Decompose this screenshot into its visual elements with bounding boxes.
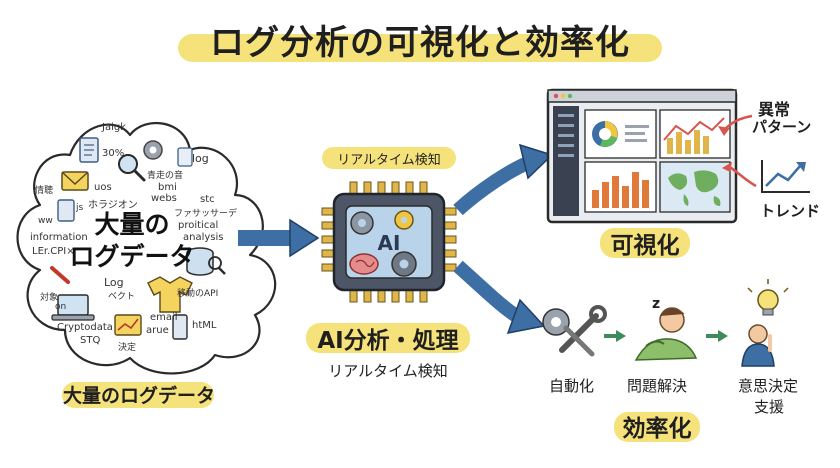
cloud-word: 決定 [118,343,137,353]
idea-person-icon [741,279,789,367]
shirt-icon [147,276,193,313]
anomaly-label-line2: パターン [752,118,812,136]
wrench-gear-icon [542,305,607,357]
dashboard-label-highlight [600,228,690,258]
trend-chart-icon [761,160,810,193]
cloud-word: ファサッサーデ [174,209,238,219]
chip-bottom-label: AI分析・処理 [317,328,459,354]
dashboard-line-card [659,109,731,159]
envelope-icon [61,171,89,191]
cloud-word: STQ [80,335,101,346]
dashboard-label: 可視化 [610,233,680,259]
page-title: ログ分析の可視化と効率化 [210,22,630,63]
cloud-word: 30% [102,148,125,159]
ai-to-dashboard-arrowhead [518,143,554,180]
trend-label: トレンド [760,202,821,220]
laptop-icon [51,294,95,321]
pencil-icon [50,266,70,284]
step-decision-support-label-line1: 意思決定 [738,377,799,395]
bottom-left-label: 大量のログデータ [62,384,215,407]
cloud-title-line2: ログデータ [69,242,195,271]
chip-sub-label: リアルタイム検知 [328,361,448,380]
cloud-word: js [76,203,84,213]
cloud-word: Jaigk [102,122,126,133]
chip-top-label: リアルタイム検知 [337,152,441,168]
cloud-word: 移動のAPI [177,289,219,299]
cloud-word: ホラジオン [88,200,138,211]
chip-gear-icon-dark [391,251,417,277]
chip-gear-icon-large [350,211,374,235]
cloud-title-line1: 大量の [94,210,170,239]
cloud-word: 情聴 [35,186,54,196]
relaxing-person-icon [634,307,698,361]
cloud-word: proitical [178,220,219,231]
document-icon-small [177,147,193,167]
sleep-z-text: z [652,296,661,312]
trend-pointer-arrowhead [722,162,732,172]
chip-bottom-label-highlight [306,323,470,353]
cloud-to-ai-arrowhead [289,218,320,258]
dashboard-map-card [659,161,731,213]
title-highlight [178,34,662,62]
document-icon [79,137,99,163]
cloud-word: htML [192,320,217,331]
cloud-word: LEr.CPI× [32,246,75,257]
bottom-left-label-highlight [62,382,214,408]
cloud-word: analysis [183,232,224,243]
dashboard-pie-card [584,109,657,159]
cloud-word: information [30,232,88,243]
cloud-word: ww [38,216,53,226]
efficiency-label-highlight [614,412,700,442]
cloud-word: log [192,152,209,165]
anomaly-pointer-arrowhead [718,126,730,136]
ai-to-efficiency-arrow [453,260,524,325]
cloud-word: 対象 [40,293,59,303]
step-problem-solving-label: 問題解決 [627,377,688,395]
chart-card-icon [114,314,142,336]
step-arrow-1 [604,330,626,342]
chip-gear-icon-yellow [394,210,414,230]
cloud-word: bmi [158,182,177,193]
cloud-word: stc [200,194,215,205]
ai-to-efficiency-arrowhead [506,298,546,334]
brain-icon [349,253,379,275]
magnifier-icon-small [208,256,226,275]
cloud-word: Cryptodata [57,322,113,333]
step-automation-label: 自動化 [549,377,595,395]
efficiency-label: 効率化 [622,416,692,442]
cloud-word: on [55,302,67,312]
anomaly-label-line1: 異常 [758,100,791,119]
cloud-word: 青走の音 [147,171,184,181]
cloud-word: ベクト [108,292,136,302]
gear-icon [143,140,163,160]
document-js-icon [57,199,75,222]
cloud-word: Log [104,276,124,289]
phone-icon [172,314,188,340]
dashboard-bar-card [584,161,657,213]
cloud-word: webs [151,193,177,204]
chip-top-label-highlight [322,147,456,169]
ai-to-dashboard-arrow [453,155,533,216]
chip-ai-text: AI [377,231,401,255]
cloud-word: email [150,312,178,323]
cloud-word: uos [94,182,112,193]
cloud-word: arue [146,325,169,336]
step-arrow-2 [706,330,728,342]
database-icon [186,247,214,276]
step-decision-support-label-line2: 支援 [754,398,785,416]
magnifier-icon [118,154,146,182]
